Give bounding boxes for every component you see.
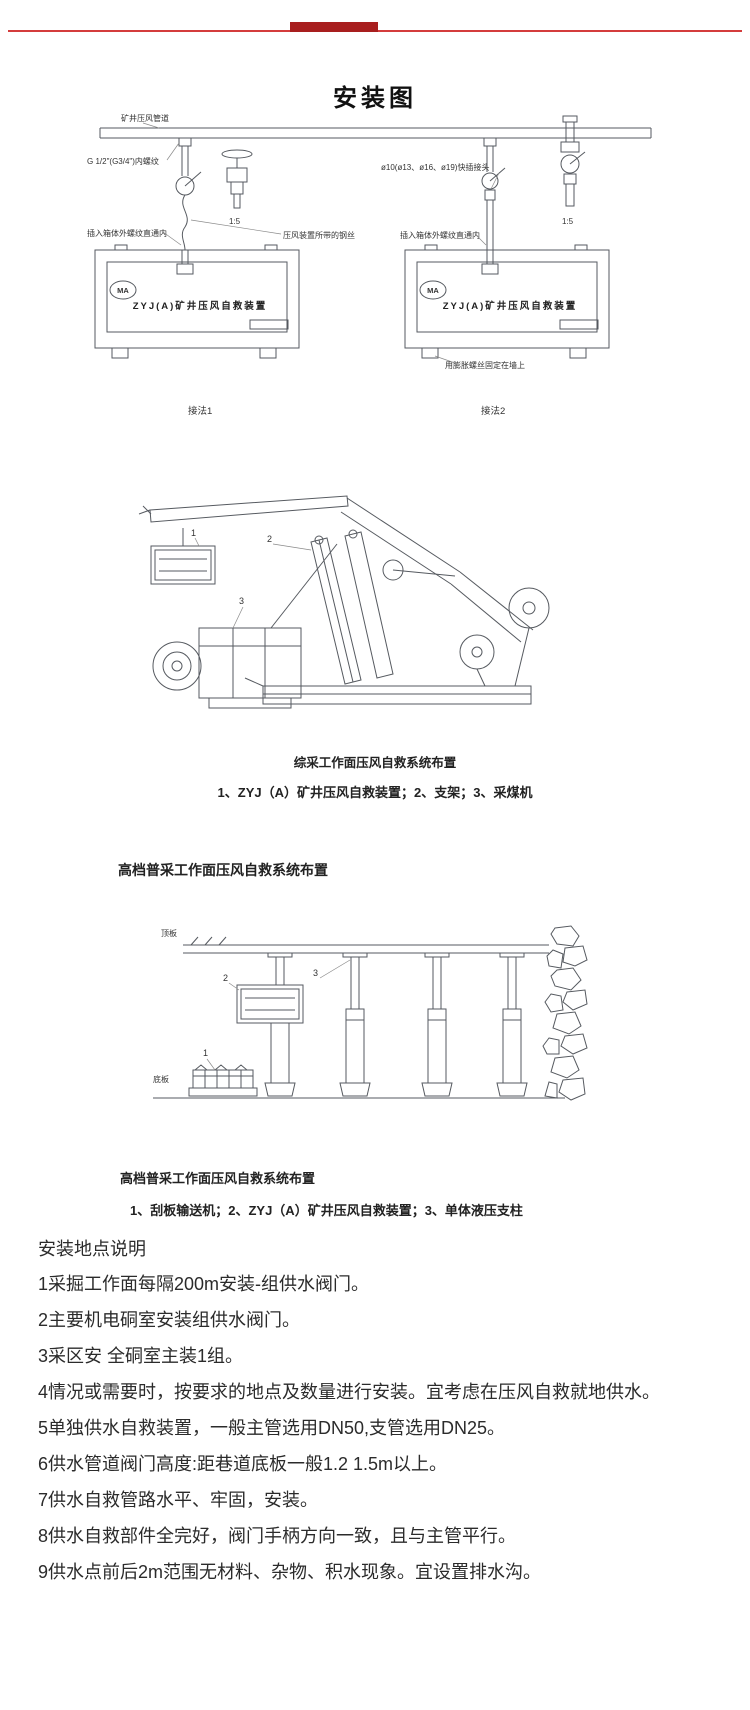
hydraulic-prop: [496, 952, 528, 1097]
rescue-device: [150, 528, 216, 585]
fully-mech-legend: 1、ZYJ（A）矿井压风自救装置；2、支架；3、采煤机: [217, 785, 533, 800]
page-title: 安装图: [333, 85, 417, 112]
valve-detail-left: [221, 149, 253, 209]
note-item: 8供水自救部件全完好，阀门手柄方向一致，且与主管平行。: [38, 1526, 517, 1546]
rescue-box-left: MA ZYJ(A)矿井压风自救装置: [94, 244, 300, 359]
roof-label: 顶板: [161, 928, 177, 938]
ma-mark: MA: [427, 286, 439, 295]
callout-3: 3: [313, 968, 318, 978]
right-drop-assembly: [481, 137, 506, 275]
rescue-box-right: MA ZYJ(A)矿井压风自救装置: [404, 244, 610, 359]
note-item: 4情况或需要时，按要求的地点及数量进行安装。宜考虑在压风自救就地供水。: [38, 1382, 661, 1402]
scraper-conveyor: [188, 1064, 258, 1097]
rescue-device: [236, 984, 304, 1024]
hydraulic-prop: [421, 952, 453, 1097]
hydraulic-prop: [264, 952, 296, 1097]
note-item: 7供水自救管路水平、牢固，安装。: [38, 1490, 319, 1510]
left-drop-assembly: [175, 137, 202, 275]
ma-mark: MA: [117, 286, 129, 295]
note-item: 2主要机电硐室安装组供水阀门。: [38, 1310, 301, 1330]
props-face-diagram: 顶板 底板: [153, 925, 588, 1101]
callout-2: 2: [223, 973, 228, 983]
hydraulic-support: [138, 495, 550, 705]
insert-label-left: 插入箱体外螺纹直通内: [87, 228, 167, 238]
fully-mechanized-face-diagram: 1 2 3: [138, 495, 550, 709]
air-pipeline: [99, 127, 652, 139]
rescue-box-title: ZYJ(A)矿井压风自救装置: [443, 300, 578, 312]
shearer: [152, 543, 338, 709]
pipe-label: 矿井压风管道: [121, 113, 169, 123]
fully-mech-caption: 综采工作面压风自救系统布置: [293, 756, 457, 770]
note-item: 6供水管道阀门高度:距巷道底板一般1.2 1.5m以上。: [38, 1454, 448, 1474]
connector-label: ø10(ø13、ø16、ø19)快插接头: [381, 162, 489, 172]
callout-1: 1: [191, 528, 196, 538]
note-item: 9供水点前后2m范围无材料、杂物、积水现象。宜设置排水沟。: [38, 1562, 542, 1582]
note-item: 3采区安 全硐室主装1组。: [38, 1346, 244, 1366]
method-1-label: 接法1: [188, 405, 212, 417]
notes-heading: 安装地点说明: [38, 1239, 146, 1259]
scale-label-left: 1:5: [229, 217, 241, 226]
scale-label-right: 1:5: [562, 217, 574, 226]
method-2-label: 接法2: [481, 405, 505, 417]
callout-2: 2: [267, 534, 272, 544]
floor-label: 底板: [153, 1074, 169, 1084]
insert-label-right: 插入箱体外螺纹直通内: [400, 230, 480, 240]
section-heading: 高档普采工作面压风自救系统布置: [118, 862, 328, 878]
valve-detail-right: [560, 115, 586, 207]
callout-3: 3: [239, 596, 244, 606]
installation-diagram: 矿井压风管道 1:5 G 1/2"(G3/4")内螺纹 插入箱体外螺纹直通内: [87, 113, 652, 417]
divider-block: [290, 22, 378, 32]
top-divider: [8, 22, 742, 32]
callout-1: 1: [203, 1048, 208, 1058]
hose-label: 压风装置所带的钢丝: [283, 230, 355, 240]
thread-label: G 1/2"(G3/4")内螺纹: [87, 156, 159, 166]
gob-rubble: [542, 925, 588, 1101]
rescue-box-title: ZYJ(A)矿井压风自救装置: [133, 300, 268, 312]
hydraulic-prop: [339, 952, 371, 1097]
note-item: 1采掘工作面每隔200m安装-组供水阀门。: [38, 1274, 370, 1294]
wall-fix-label: 用膨胀螺丝固定在墙上: [445, 360, 525, 370]
props-face-legend: 1、刮板输送机；2、ZYJ（A）矿井压风自救装置；3、单体液压支柱: [130, 1203, 523, 1218]
roof-beam: [183, 936, 549, 954]
props-face-caption: 高档普采工作面压风自救系统布置: [120, 1171, 316, 1186]
installation-notes: 安装地点说明 1采掘工作面每隔200m安装-组供水阀门。 2主要机电硐室安装组供…: [38, 1232, 738, 1590]
note-item: 5单独供水自救装置，一般主管选用DN50,支管选用DN25。: [38, 1418, 506, 1438]
